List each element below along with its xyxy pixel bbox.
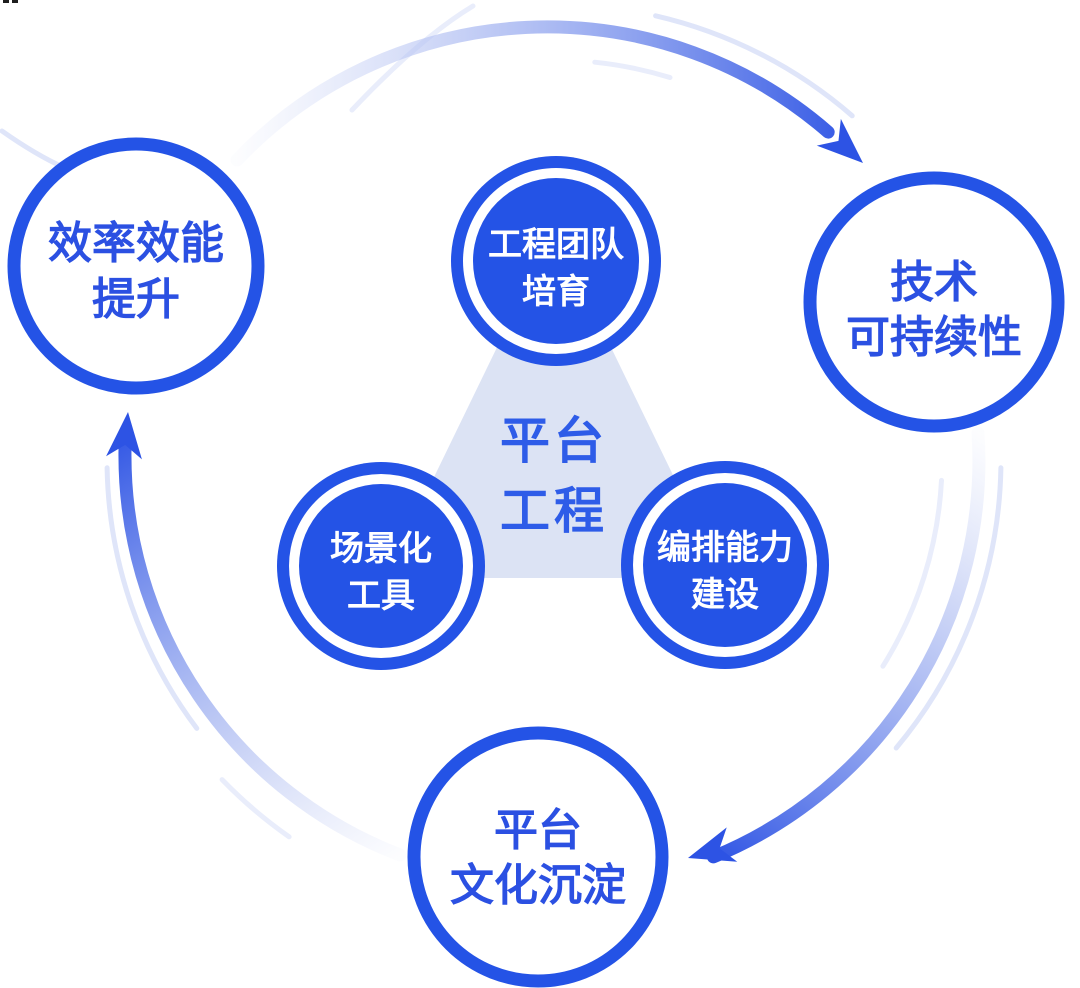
speed-line	[653, 13, 855, 119]
outer-node-platform-culture: 平台 文化沉淀	[407, 726, 669, 988]
center-title-line1: 平台	[500, 413, 608, 469]
outer-node-label-line1: 效率效能	[48, 219, 224, 268]
outer-node-circle	[7, 137, 265, 395]
center-triangle	[392, 241, 716, 578]
inner-node-label-line1: 工程团队	[488, 226, 625, 264]
arrowhead-right-icon	[688, 827, 738, 862]
outer-node-tech-sustainability: 技术 可持续性	[803, 171, 1065, 433]
inner-node-core	[643, 483, 807, 647]
outer-node-label-line2: 可持续性	[846, 313, 1022, 362]
outer-node-label-line1: 技术	[890, 258, 978, 307]
speed-line	[104, 465, 200, 731]
speed-line	[880, 477, 944, 669]
inner-node-label-line2: 建设	[691, 576, 759, 614]
arrowhead-top-icon	[816, 118, 863, 163]
arrowhead-left-icon	[106, 412, 142, 460]
speed-line	[592, 59, 673, 80]
speed-line	[219, 777, 292, 840]
outer-node-efficiency-gain: 效率效能 提升	[7, 137, 265, 395]
speed-line	[893, 465, 1004, 751]
inner-node-core	[299, 484, 463, 648]
cycle-arc-left	[106, 412, 407, 862]
outer-node-circle	[803, 171, 1065, 433]
corner-artifact-mark	[3, 0, 9, 3]
outer-node-label-line2: 提升	[92, 275, 180, 324]
inner-node-label-line1: 场景化	[330, 530, 432, 568]
center-title-line2: 工程	[500, 483, 608, 539]
corner-artifact-mark	[12, 0, 18, 3]
outer-node-circle	[407, 726, 669, 988]
inner-node-label-line1: 编排能力	[657, 529, 793, 567]
outer-node-label-line2: 文化沉淀	[450, 861, 626, 910]
speed-line	[349, 3, 476, 113]
speed-line	[0, 128, 68, 171]
inner-node-label-line2: 工具	[347, 577, 415, 615]
inner-node-orchestration-capability: 编排能力 建设	[621, 461, 829, 669]
inner-node-engineering-team-cultivation: 工程团队 培育	[451, 156, 661, 366]
cycle-arc-top	[230, 20, 863, 167]
outer-node-label-line1: 平台	[494, 806, 582, 855]
cycle-arc-right	[688, 426, 986, 864]
inner-node-core	[473, 178, 639, 344]
inner-node-label-line2: 培育	[522, 273, 590, 311]
inner-node-scenario-tools: 场景化 工具	[277, 462, 485, 670]
